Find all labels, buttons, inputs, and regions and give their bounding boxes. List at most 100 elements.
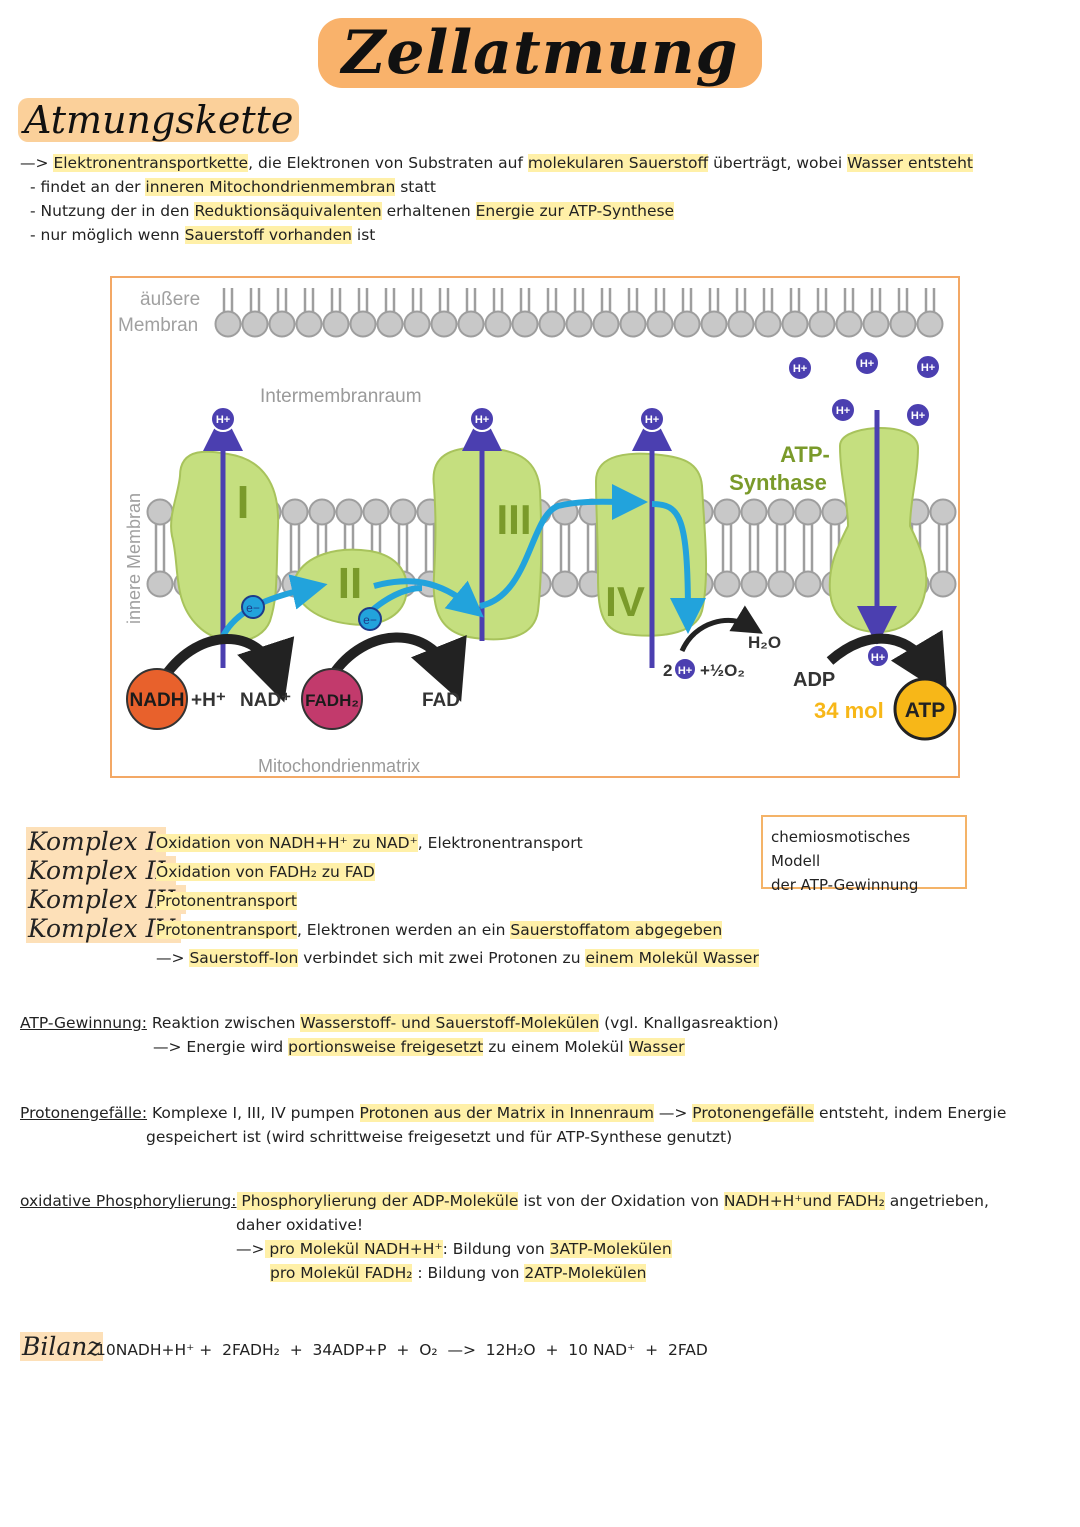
outer-membrane — [214, 288, 944, 338]
chemi-box-line-2: der ATP-Gewinnung — [771, 876, 919, 894]
proton-label: H+ — [911, 410, 925, 422]
lipid-head — [929, 570, 957, 598]
atp-reaction-arrow — [826, 629, 948, 697]
oxphos-sub-1: —> pro Molekül NADH+H⁺: Bildung von 3ATP… — [236, 1240, 672, 1258]
complex-3 — [432, 446, 543, 641]
adp-label: ADP — [793, 669, 835, 691]
intermembrane-label: Intermembranraum — [260, 386, 422, 407]
lipid-head — [740, 570, 768, 598]
h2o-label: H₂O — [748, 633, 781, 652]
matrix-label: Mitochondrienmatrix — [258, 756, 420, 776]
lipid-head — [430, 310, 458, 338]
lipid-head — [349, 310, 377, 338]
lipid-head — [740, 498, 768, 526]
lipid-head — [241, 310, 269, 338]
fadh2-circle — [301, 668, 363, 730]
page-title: Zellatmung — [0, 18, 1080, 88]
proton — [830, 397, 856, 423]
complex-1-label: I — [237, 476, 250, 528]
bullet-2: - Nutzung der in den Reduktionsäquivalen… — [30, 202, 675, 220]
electron-path-4 — [651, 501, 706, 634]
proton-label: H+ — [216, 414, 230, 426]
lipid-head — [646, 310, 674, 338]
protonengefaelle-line: Protonengefälle: Komplexe I, III, IV pum… — [20, 1104, 1007, 1122]
lipid-head — [511, 310, 539, 338]
lipid-head — [700, 310, 728, 338]
bilanz-equation: 10NADH+H⁺ + 2FADH₂ + 34ADP+P + O₂ —> 12H… — [96, 1341, 708, 1359]
outer-membrane-label-2: Membran — [118, 315, 198, 336]
komplex-1-text: Oxidation von NADH+H⁺ zu NAD⁺, Elektrone… — [156, 834, 583, 852]
lipid-head — [929, 498, 957, 526]
komplex-2-heading: Komplex II: — [26, 856, 176, 885]
lipid-head — [389, 498, 417, 526]
proton-label: H+ — [645, 414, 659, 426]
lipid-head — [376, 310, 404, 338]
proton — [787, 355, 813, 381]
water-reaction-arrow — [679, 605, 763, 653]
lipid-head — [889, 310, 917, 338]
bullet-3: - nur möglich wenn Sauerstoff vorhanden … — [30, 226, 376, 244]
bullet-1: - findet an der inneren Mitochondrienmem… — [30, 178, 437, 196]
proton — [469, 406, 495, 432]
atp-synthase-label-2: Synthase — [729, 470, 827, 495]
chemi-box-line-1: chemiosmotisches Modell — [771, 828, 911, 870]
lipid-head — [713, 570, 741, 598]
electron-2-label: e− — [363, 613, 377, 627]
fad-label: FAD — [422, 690, 460, 711]
proton-label: H+ — [475, 414, 489, 426]
lipid-head — [794, 570, 822, 598]
proton — [854, 350, 880, 376]
lipid-head — [565, 310, 593, 338]
proton-label: H+ — [921, 362, 935, 374]
nadh-circle — [126, 668, 188, 730]
lipid-head — [538, 310, 566, 338]
proton — [915, 354, 941, 380]
two-label: 2 — [663, 661, 672, 680]
lipid-head — [727, 310, 755, 338]
atp-gewinnung-subline: —> Energie wird portionsweise freigesetz… — [153, 1038, 685, 1056]
proton — [210, 406, 236, 432]
bilanz-heading: Bilanz — [20, 1332, 103, 1361]
lipid-head — [457, 310, 485, 338]
lipid-head — [322, 310, 350, 338]
electron-1-label: e− — [246, 601, 260, 615]
lipid-head — [403, 310, 431, 338]
proton — [639, 406, 665, 432]
lipid-head — [808, 310, 836, 338]
proton-label: H+ — [793, 363, 807, 375]
nadh-reaction-arrow — [160, 634, 295, 703]
atp-label: ATP — [905, 699, 945, 722]
proton-synthase-bottom — [866, 644, 890, 668]
komplex-4-heading: Komplex IV: — [26, 914, 182, 943]
complex-4-label: IV — [605, 578, 645, 625]
lipid-head — [362, 498, 390, 526]
electron-1 — [241, 595, 265, 619]
lipid-head — [781, 310, 809, 338]
electron-2 — [358, 607, 382, 631]
fadh2-reaction-arrow — [327, 632, 467, 702]
oxphos-line-2: daher oxidative! — [236, 1216, 364, 1234]
lipid-head — [767, 498, 795, 526]
lipid-head — [754, 310, 782, 338]
lipid-head — [794, 498, 822, 526]
lipid-head — [214, 310, 242, 338]
lipid-head — [551, 570, 579, 598]
lipid-head — [295, 310, 323, 338]
oxphos-line: oxidative Phosphorylierung: Phosphorylie… — [20, 1192, 989, 1210]
complex-3-label: III — [496, 496, 531, 543]
lipid-head — [673, 310, 701, 338]
lipid-head — [916, 310, 944, 338]
respiratory-chain-diagram: äußere Membran innere Membran Intermembr… — [110, 276, 960, 778]
proton — [905, 402, 931, 428]
lipid-head — [713, 498, 741, 526]
komplex-4-subline: —> Sauerstoff-Ion verbindet sich mit zwe… — [156, 949, 759, 967]
lipid-head — [146, 570, 174, 598]
proton-label: H+ — [836, 405, 850, 417]
nad-label: NAD⁺ — [240, 690, 291, 711]
electron-path-2 — [373, 578, 484, 618]
lipid-head — [592, 310, 620, 338]
plus-h-label: +H⁺ — [191, 690, 226, 711]
atp-gewinnung-line: ATP-Gewinnung: Reaktion zwischen Wassers… — [20, 1014, 779, 1032]
lipid-head — [308, 498, 336, 526]
oxphos-sub-2: pro Molekül FADH₂ : Bildung von 2ATP-Mol… — [270, 1264, 647, 1282]
